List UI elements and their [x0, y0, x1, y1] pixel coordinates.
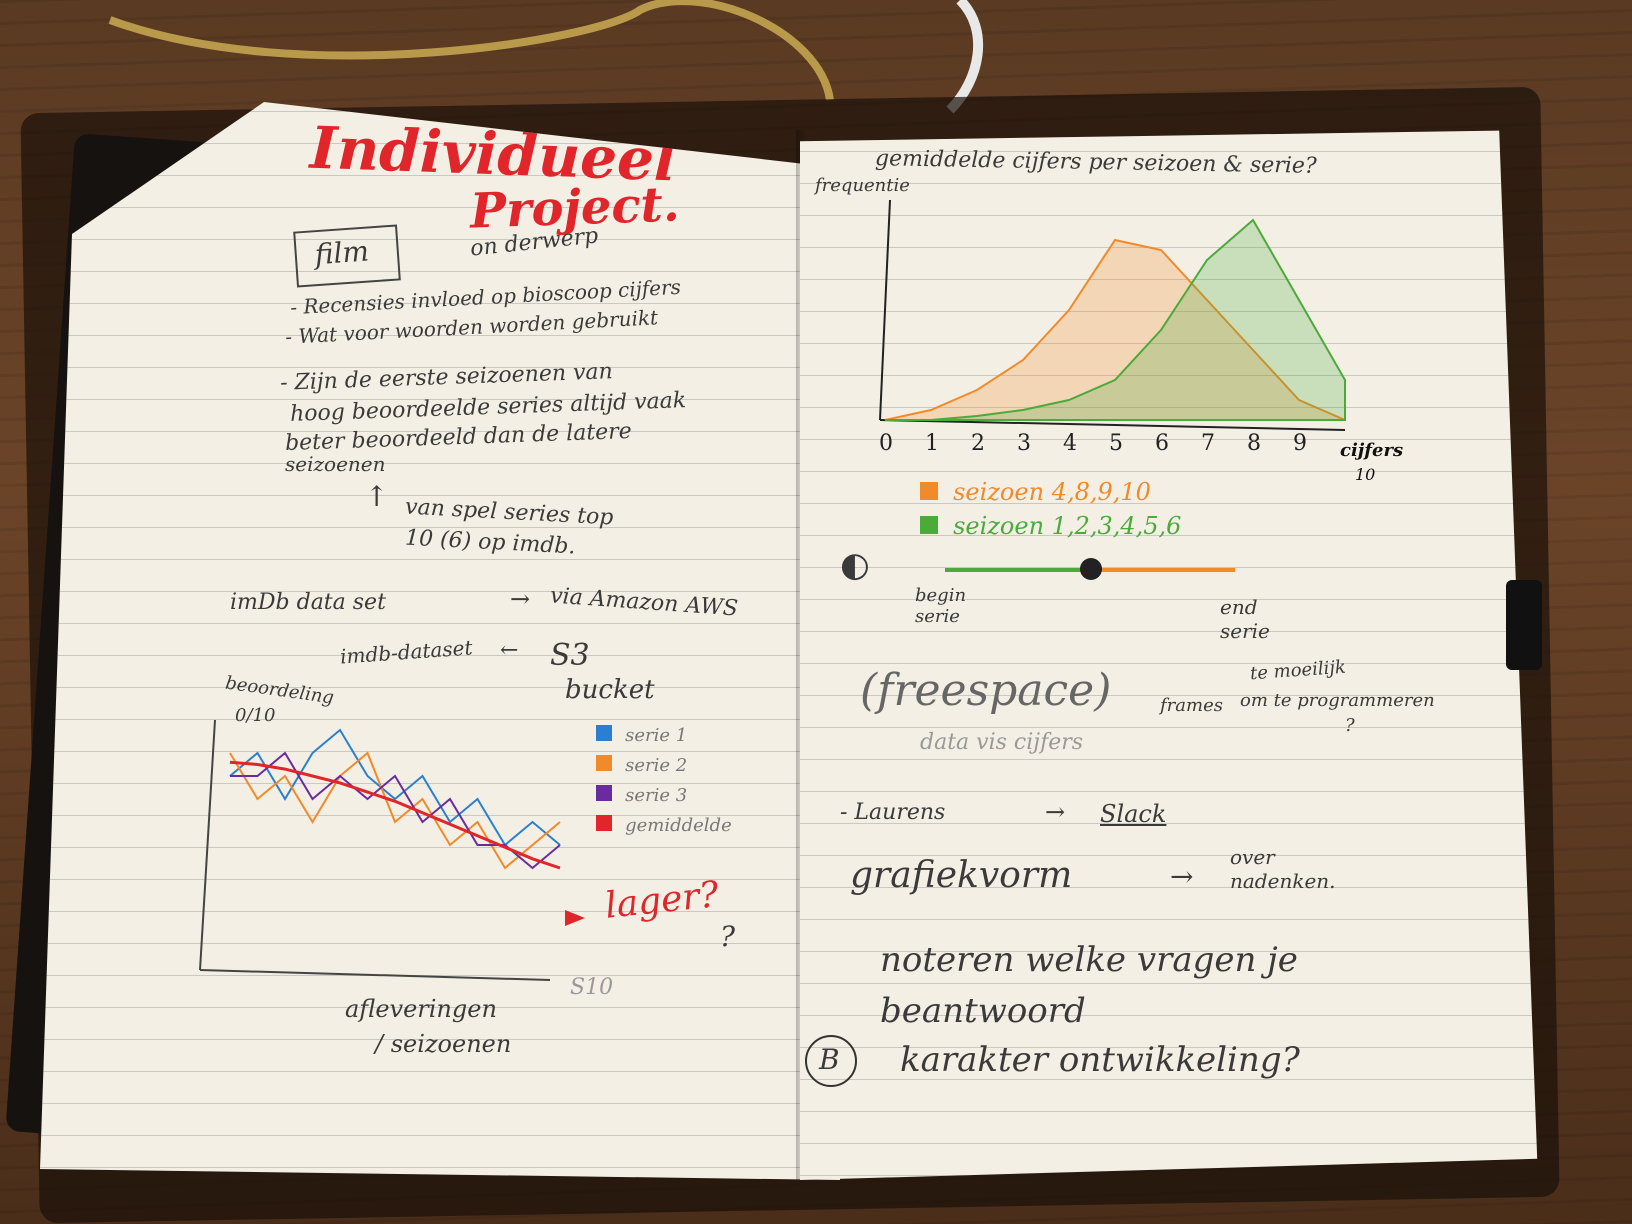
series-line-4	[229, 760, 561, 870]
series-line-3	[230, 751, 561, 870]
density-area-1	[884, 238, 1346, 421]
frames-label: frames	[1160, 695, 1223, 716]
legend-label-orange: seizoen 4,8,9,10	[953, 478, 1151, 506]
density-y-axis	[879, 199, 891, 421]
density-tick-0: 0	[879, 431, 893, 456]
density-ylabel: frequentie	[815, 175, 910, 196]
density-tick-2: 2	[971, 431, 985, 456]
item3: noteren welke vragen je beantwoord	[880, 940, 1298, 1031]
legend-swatch-green	[920, 516, 938, 534]
legend-label: gemiddelde	[625, 815, 732, 836]
item2-right: over nadenken.	[1230, 845, 1336, 893]
legend-orange: seizoen 4,8,9,10	[920, 478, 1151, 506]
left-page: Individueel Project. film on derwerp - R…	[40, 102, 840, 1180]
series-line-1	[229, 728, 561, 847]
difficult-note-2: om te programmeren	[1240, 690, 1435, 711]
legend-swatch-blue	[596, 725, 612, 741]
legend-label: serie 3	[625, 785, 688, 806]
density-xlabel: cijfers	[1340, 440, 1404, 461]
right-arrow-icon: →	[1045, 798, 1066, 826]
legend-item-serie-2: serie 2	[596, 755, 687, 776]
circle-b-letter: B	[819, 1043, 840, 1076]
density-x-end-tick: 10	[1355, 465, 1376, 484]
density-tick-9: 9	[1293, 431, 1307, 456]
slider-handle[interactable]	[1080, 558, 1102, 580]
density-tick-6: 6	[1155, 431, 1169, 456]
item1-right: Slack	[1100, 800, 1167, 828]
freespace-label: (freespace)	[860, 665, 1112, 716]
chart-y-axis	[199, 719, 216, 971]
legend-label: serie 2	[625, 755, 688, 776]
chart-ylabel-2: 0/10	[235, 705, 276, 726]
density-tick-5: 5	[1109, 431, 1123, 456]
density-tick-7: 7	[1201, 431, 1215, 456]
bucket-label: bucket	[565, 675, 655, 705]
legend-label-green: seizoen 1,2,3,4,5,6	[953, 512, 1182, 540]
chart-series-group	[229, 728, 561, 870]
density-series-group	[884, 218, 1346, 421]
red-arrowhead	[565, 910, 585, 926]
notebook-clasp	[1506, 580, 1542, 670]
circle-b-badge: B	[805, 1035, 857, 1087]
legend-swatch-purple	[596, 785, 612, 801]
item4: karakter ontwikkeling?	[900, 1040, 1300, 1080]
legend-swatch-orange	[920, 482, 938, 500]
density-tick-8: 8	[1247, 431, 1261, 456]
right-arrow-icon: →	[1170, 860, 1194, 893]
freespace-sub: data vis cijfers	[920, 730, 1084, 755]
chart-xlabel-1: afleveringen	[345, 995, 497, 1023]
density-area-2	[885, 218, 1346, 421]
half-circle-icon: ◐	[840, 545, 870, 585]
series-line-2	[229, 751, 561, 870]
item2-left: grafiekvorm	[850, 855, 1073, 896]
legend-swatch-orange	[596, 755, 612, 771]
up-arrow-icon: ↑	[365, 480, 389, 513]
slider-end-label: end serie	[1220, 595, 1270, 643]
slider-track-green	[945, 568, 1090, 572]
legend-item-serie-1: serie 1	[596, 725, 687, 746]
density-tick-4: 4	[1063, 431, 1077, 456]
slider-track-orange	[1090, 568, 1235, 572]
dataset-line: imDb data set	[230, 590, 386, 615]
legend-label: serie 1	[625, 725, 688, 746]
question-mark: ?	[720, 920, 736, 953]
chart-x-axis	[199, 969, 551, 981]
density-tick-1: 1	[925, 431, 939, 456]
left-arrow-icon: ←	[500, 638, 519, 663]
rating-line-chart	[199, 719, 585, 981]
legend-item-serie-3: serie 3	[596, 785, 687, 806]
chart-xlabel-2: / seizoenen	[375, 1030, 512, 1058]
season-slider[interactable]	[945, 558, 1235, 580]
density-chart: 0 1 2 3 4 5 6 7 8 9	[879, 199, 1346, 456]
legend-item-gemiddelde: gemiddelde	[596, 815, 732, 836]
right-arrow-icon: →	[510, 585, 531, 613]
bullet-6: seizoenen	[285, 452, 386, 476]
density-tick-labels: 0 1 2 3 4 5 6 7 8 9	[879, 431, 1307, 456]
item1-left: - Laurens	[840, 800, 946, 825]
density-x-axis	[879, 419, 1346, 431]
right-page: gemiddelde cijfers per seizoen & serie? …	[800, 130, 1538, 1180]
legend-green: seizoen 1,2,3,4,5,6	[920, 512, 1181, 540]
legend-swatch-red	[596, 815, 612, 831]
difficult-question: ?	[1345, 715, 1355, 736]
s3-label: S3	[550, 638, 590, 673]
chart-xlabel-extra: S10	[570, 975, 614, 1000]
slider-start-label: begin serie	[915, 585, 967, 627]
density-tick-3: 3	[1017, 431, 1031, 456]
